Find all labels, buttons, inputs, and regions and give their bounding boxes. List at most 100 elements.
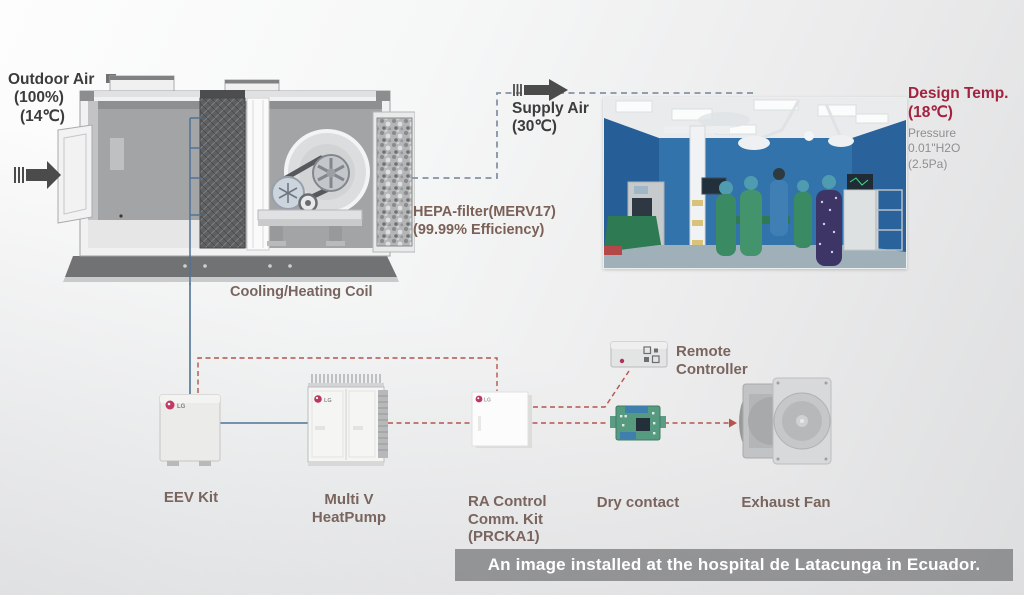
- supply-air-line2: (30℃): [512, 118, 557, 136]
- cooling-heating-coil: [199, 97, 246, 249]
- pcb-tab-left: [610, 416, 618, 428]
- supply-air-arrow-icon: [513, 79, 568, 101]
- duct-collar-right-top: [225, 80, 279, 84]
- multiv-plate: [353, 426, 363, 430]
- dry-contact-pcb: [610, 405, 666, 441]
- pcb-chip: [636, 418, 650, 431]
- base-rivet: [183, 264, 187, 268]
- eev-kit-unit: LG: [159, 394, 221, 466]
- ra-slot: [478, 416, 481, 431]
- coil-top-cap: [200, 90, 245, 98]
- pcb-connector-bottom: [620, 432, 636, 440]
- ra-label-line2: Comm. Kit: [468, 510, 543, 528]
- eev-foot: [167, 461, 179, 466]
- ahu-interior-leftwall: [88, 101, 98, 248]
- interior-dot: [119, 214, 123, 218]
- lg-logo-dot: [167, 402, 171, 406]
- coil-side-panel: [246, 97, 270, 251]
- lg-logo-text: LG: [484, 398, 491, 404]
- lg-logo-dot: [315, 396, 319, 400]
- pressure-label: Pressure: [908, 125, 957, 140]
- multiv-heatpump-unit: LG: [307, 374, 388, 466]
- fan-base-frame: [257, 209, 363, 246]
- ra-control-label: RA Control Comm. Kit (PRCKA1): [468, 493, 547, 546]
- left-equipment: [604, 181, 665, 257]
- supply-air-label: Supply Air (30℃): [512, 100, 589, 137]
- remote-label-line2: Controller: [676, 360, 748, 378]
- remote-controller-label: Remote Controller: [676, 343, 748, 378]
- eev-top: [160, 395, 220, 403]
- eev-foot: [199, 461, 211, 466]
- exhaust-fan-label: Exhaust Fan: [741, 494, 831, 511]
- ahu-base-edge: [63, 277, 399, 282]
- intake-louver-inner: [63, 133, 87, 215]
- design-temp-value: (18℃): [908, 104, 953, 122]
- design-conditions: Design Temp. (18℃) Pressure 0.01"H2O (2.…: [908, 84, 1020, 173]
- dry-contact-label: Dry contact: [596, 494, 680, 511]
- multiv-label-line2: HeatPump: [311, 508, 387, 526]
- multiv-side-fin-lines: [378, 395, 388, 451]
- exhaust-fan-unit: [739, 377, 832, 465]
- base-rivet: [288, 264, 292, 268]
- outdoor-air-line3: (14℃): [20, 107, 65, 125]
- ahu-base: [65, 256, 397, 277]
- caption-band: An image installed at the hospital de La…: [455, 549, 1013, 581]
- hepa-line2: (99.99% Efficiency): [413, 221, 545, 238]
- hepa-filter-label: HEPA-filter(MERV17) (99.99% Efficiency): [413, 204, 556, 239]
- surgical-staff: [716, 168, 842, 266]
- pcb-tab-right: [658, 416, 666, 428]
- outdoor-air-line2: (100%): [14, 89, 64, 107]
- lg-logo-dot: [477, 397, 480, 400]
- hepa-filter-media: [376, 117, 413, 247]
- supply-air-line1: Supply Air: [512, 100, 589, 117]
- lg-logo-icon: [314, 395, 322, 403]
- fan-wheel: [312, 154, 350, 192]
- remote-top: [611, 342, 667, 349]
- fan-hub-dot: [800, 419, 804, 423]
- lg-logo-text: LG: [324, 398, 332, 404]
- interior-window: [110, 138, 124, 170]
- fan-screw: [776, 381, 780, 385]
- multiv-plate: [315, 426, 325, 430]
- fan-screw: [824, 381, 828, 385]
- right-equipment: [843, 174, 903, 251]
- base-rivet: [268, 264, 272, 268]
- ra-label-line3: (PRCKA1): [468, 528, 540, 546]
- pressure-value: 0.01"H2O: [908, 141, 961, 156]
- operating-room-photo: [603, 97, 907, 269]
- design-temp-title: Design Temp.: [908, 85, 1009, 102]
- air-handling-unit-illustration: [57, 74, 415, 285]
- interior-floor: [88, 220, 227, 248]
- corner-cap-right: [376, 91, 390, 101]
- lg-logo-text: LG: [177, 404, 186, 410]
- coil-label: Cooling/Heating Coil: [230, 284, 373, 300]
- multiv-label-line1: Multi V: [324, 491, 374, 508]
- remote-buttons: [643, 346, 660, 364]
- fan-screw: [776, 457, 780, 461]
- ceiling-dome: [698, 112, 750, 128]
- ra-control-kit-unit: LG: [471, 391, 532, 448]
- lg-logo-icon: [619, 358, 625, 364]
- pcb-pads: [620, 412, 656, 435]
- lg-logo-icon: [165, 400, 175, 410]
- pcb-connector-top: [625, 406, 648, 413]
- hepa-line1: HEPA-filter(MERV17): [413, 204, 556, 220]
- intake-louver: [57, 124, 93, 224]
- refrigerant-pipes: [189, 117, 201, 285]
- outdoor-air-line1: Outdoor Air: [8, 71, 95, 88]
- multiv-label: Multi V HeatPump: [299, 491, 399, 526]
- duct-collar-left-top: [110, 76, 174, 80]
- outdoor-air-label: Outdoor Air (100%) (14℃): [8, 71, 94, 126]
- multiv-side-fins: [378, 390, 388, 458]
- floor-object: [604, 246, 622, 255]
- multiv-top-rail: [308, 383, 384, 387]
- multiv-top-fins: [311, 374, 381, 383]
- fan-screw: [824, 457, 828, 461]
- eev-kit-label: EEV Kit: [163, 489, 219, 506]
- corner-cap-left: [80, 91, 94, 101]
- multiv-base: [308, 462, 384, 466]
- fan-pulley: [298, 193, 318, 213]
- remote-label-line1: Remote: [676, 343, 732, 360]
- remote-controller-device: [610, 341, 668, 368]
